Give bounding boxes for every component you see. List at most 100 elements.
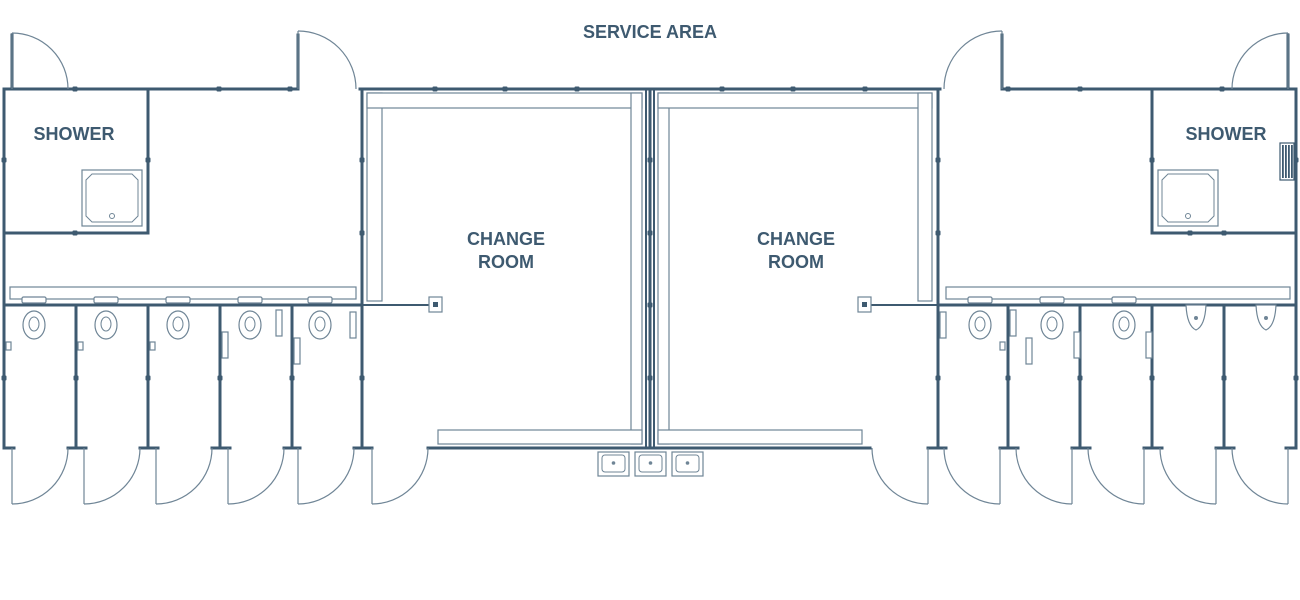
toilet-cistern: [967, 296, 993, 304]
sink-icon: [671, 451, 704, 477]
service-area-label: SERVICE AREA: [582, 22, 718, 42]
toilet-bowl: [1040, 310, 1064, 340]
vent-slat: [1282, 145, 1284, 178]
wall-node: [647, 230, 653, 236]
wall-node: [432, 86, 438, 92]
shower-tray-inner: [1161, 173, 1215, 223]
change-room-left-line1: CHANGE: [466, 229, 545, 249]
vent-slat: [1291, 145, 1293, 178]
toilet-bowl: [968, 310, 992, 340]
toilet-seat: [314, 316, 326, 332]
toilet-bowl: [166, 310, 190, 340]
wall-node: [647, 157, 653, 163]
toilet-seat: [1118, 316, 1130, 332]
wall-node: [287, 86, 293, 92]
door-swing-icon: [371, 447, 429, 505]
sink-drain: [648, 461, 653, 465]
wall-node: [72, 86, 78, 92]
shower-drain: [109, 213, 115, 219]
sink-basin: [675, 454, 700, 473]
toilet-seat: [1046, 316, 1058, 332]
sink-icon: [597, 451, 630, 477]
wall-nodes: [1, 86, 1299, 381]
door-swing-icon: [871, 447, 929, 505]
wall-node: [1293, 157, 1299, 163]
wall-node: [359, 230, 365, 236]
urinal-drain: [1194, 316, 1198, 320]
door-swing-icon: [11, 447, 69, 505]
door-swing-icon: [155, 447, 213, 505]
sink-drain: [611, 461, 616, 465]
toilet-seat: [974, 316, 986, 332]
door-swing-icon: [1231, 447, 1289, 505]
change-room-right-label: CHANGE ROOM: [716, 228, 876, 274]
vent-slat: [1288, 145, 1290, 178]
wall-node: [1005, 86, 1011, 92]
wall-node: [1221, 230, 1227, 236]
change-bench: [657, 92, 670, 445]
wall-node: [216, 86, 222, 92]
urinal-icon: [1255, 304, 1277, 331]
toilet-icon: [307, 296, 333, 340]
door-swing-icon: [83, 447, 141, 505]
toilet-bowl: [94, 310, 118, 340]
wall-node: [145, 157, 151, 163]
toilet-bowl: [238, 310, 262, 340]
shower-tray-icon: [1157, 169, 1219, 227]
wall-node: [1149, 157, 1155, 163]
wall-node: [1, 157, 7, 163]
vent-icon: [1279, 142, 1295, 181]
toilet-cistern: [1039, 296, 1065, 304]
door-swing-icon: [1087, 447, 1145, 505]
toilet-bowl: [308, 310, 332, 340]
change-room-left-label: CHANGE ROOM: [426, 228, 586, 274]
shower-left-label: SHOWER: [33, 124, 115, 144]
latch: [999, 341, 1006, 351]
toilet-icon: [93, 296, 119, 340]
wall-node: [1005, 375, 1011, 381]
fixtures: [5, 142, 1295, 477]
door-swing-icon: [943, 30, 1003, 90]
change-bench: [657, 92, 933, 109]
switch-icon: [428, 296, 443, 313]
change-bench: [630, 92, 643, 445]
change-bench: [917, 92, 933, 302]
latch: [5, 341, 12, 351]
wall-node: [647, 302, 653, 308]
wall-node: [1293, 375, 1299, 381]
shower-drain: [1185, 213, 1191, 219]
toilet-icon: [165, 296, 191, 340]
change-room-right-line2: ROOM: [768, 252, 824, 272]
change-bench: [657, 429, 863, 445]
change-room-right-line1: CHANGE: [756, 229, 835, 249]
toilet-icon: [237, 296, 263, 340]
toilet-seat: [172, 316, 184, 332]
toilet-seat: [28, 316, 40, 332]
toilet-bowl: [22, 310, 46, 340]
wall-node: [1187, 230, 1193, 236]
grab-rail-icon: [1009, 309, 1017, 337]
door-swing-icon: [1231, 32, 1289, 90]
door-swing-icon: [1159, 447, 1217, 505]
toilet-seat: [100, 316, 112, 332]
vent-slat: [1285, 145, 1287, 178]
door-swing-icon: [297, 447, 355, 505]
change-bench: [366, 92, 643, 109]
toilet-icon: [967, 296, 993, 340]
latch: [77, 341, 84, 351]
wall-node: [574, 86, 580, 92]
grab-rail-icon: [939, 311, 947, 339]
wall-node: [1, 375, 7, 381]
switch-icon: [857, 296, 872, 313]
sink-drain: [685, 461, 690, 465]
grab-rail-icon: [1073, 331, 1081, 359]
door-swing-icon: [11, 32, 69, 90]
toilet-cistern: [1111, 296, 1137, 304]
grab-rail-icon: [293, 337, 301, 365]
wall-node: [719, 86, 725, 92]
doors: [11, 30, 1289, 505]
door-swing-icon: [227, 447, 285, 505]
grab-rail-icon: [221, 331, 229, 359]
shower-tray-inner: [85, 173, 139, 223]
